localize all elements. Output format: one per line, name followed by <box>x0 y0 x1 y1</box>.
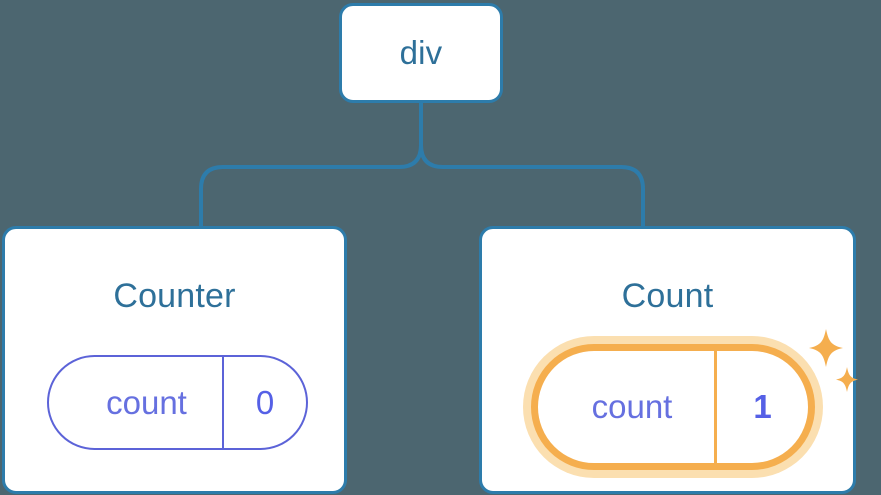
state-pill-count-key: count <box>538 351 717 463</box>
node-root-div[interactable]: div <box>339 3 503 103</box>
node-counter[interactable]: Counter count 0 <box>2 226 347 494</box>
state-pill-counter-key: count <box>49 357 224 448</box>
state-pill-count-value: 1 <box>753 388 772 425</box>
state-pill-counter-value: 0 <box>255 383 275 421</box>
node-count[interactable]: Count count 1 <box>479 226 858 494</box>
node-root-label: div <box>399 34 443 71</box>
connector-to-left-child <box>199 144 423 226</box>
node-counter-title: Counter <box>113 277 236 315</box>
state-pill-count-wrap: count 1 <box>531 344 815 470</box>
state-pill-counter[interactable]: count 0 <box>47 355 308 450</box>
state-pill-count[interactable]: count 1 <box>531 344 815 470</box>
state-pill-counter-wrap: count 0 <box>47 355 308 450</box>
node-count-title: Count <box>621 277 714 315</box>
connector-to-right-child <box>419 144 645 226</box>
